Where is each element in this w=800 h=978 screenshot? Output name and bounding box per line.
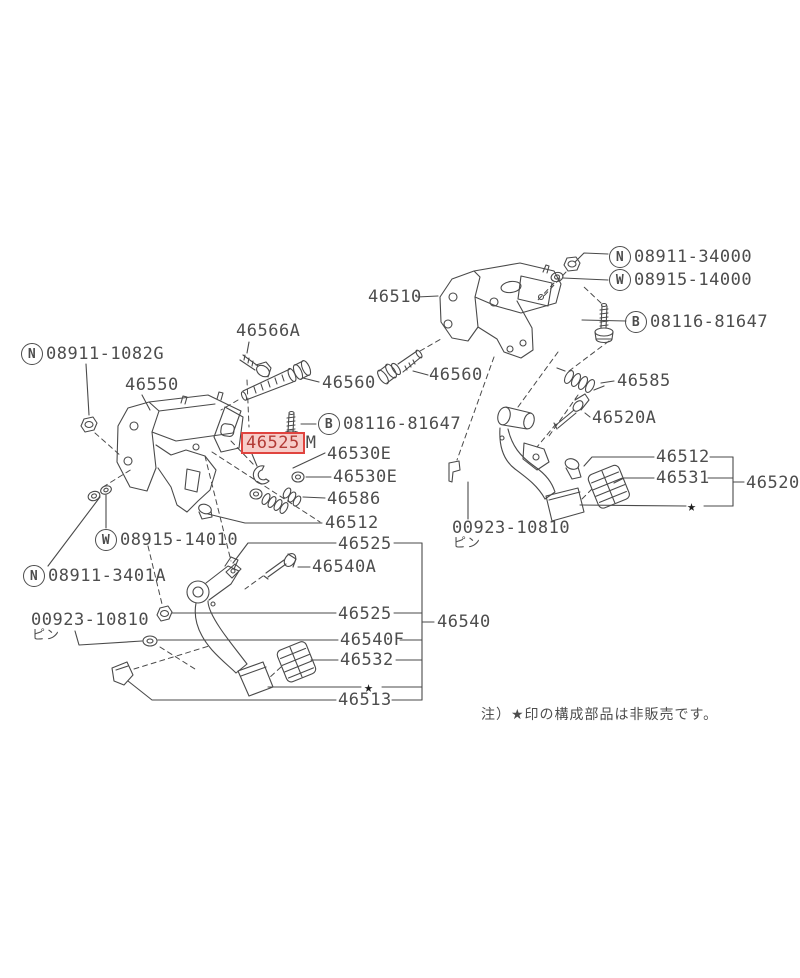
part-label-46525-upper: 46525 <box>338 534 392 554</box>
grommet-46530e-drawing <box>291 471 305 483</box>
part-number: 08911-1082G <box>46 344 165 364</box>
nut-34000-drawing <box>563 256 581 272</box>
part-number: 08116-81647 <box>343 414 462 434</box>
non-sale-parts-note: 注）★印の構成部品は非販売です。 <box>481 707 719 723</box>
washer-mid-drawing <box>249 488 263 500</box>
part-label-46585: 46585 <box>617 371 671 391</box>
spring-46530e-drawing <box>261 493 289 514</box>
part-label-46513: 46513 <box>338 690 392 710</box>
pedal-stopper-pad-drawing <box>111 661 134 686</box>
part-label-46540a: 46540A <box>312 557 377 577</box>
screw-81647-right-drawing <box>594 302 614 344</box>
part-number: 08911-34000 <box>634 247 753 267</box>
part-label-46586: 46586 <box>327 489 381 509</box>
pin-46520a-drawing <box>553 393 590 430</box>
washers-14010-drawing <box>87 485 112 502</box>
prefix-circle-b-icon: B <box>625 311 647 333</box>
pedal-pad-46531-drawing <box>587 464 630 509</box>
prefix-circle-n-icon: N <box>609 246 631 268</box>
spring-46585-drawing <box>556 367 605 393</box>
prefix-circle-b-icon: B <box>318 413 340 435</box>
part-label-46540-assembly: 46540 <box>437 612 491 632</box>
bolt-46540a-drawing <box>263 553 297 580</box>
prefix-circle-w-icon: W <box>95 529 117 551</box>
pin-caption-right: ピン <box>453 536 482 551</box>
nut-3401a-drawing <box>156 605 173 622</box>
part-number: 08915-14010 <box>120 530 239 550</box>
pin-00923-right-drawing <box>448 460 461 483</box>
part-label-08911-3401a: N 08911-3401A <box>23 565 166 587</box>
pedal-46540-drawing <box>186 556 274 697</box>
part-label-46566a: 46566A <box>236 321 301 341</box>
part-label-08915-14000: W 08915-14000 <box>609 269 752 291</box>
part-label-46530e-2: 46530E <box>333 467 398 487</box>
part-number: 08911-3401A <box>48 566 167 586</box>
spring-46586-drawing <box>282 487 302 507</box>
prefix-circle-n-icon: N <box>21 343 43 365</box>
part-label-46532: 46532 <box>340 650 394 670</box>
part-label-46540f: 46540F <box>340 630 405 650</box>
pin-caption-left: ピン <box>32 628 61 643</box>
part-label-46512-right: 46512 <box>656 447 710 467</box>
bolt-46560-left-drawing <box>240 360 312 401</box>
bolt-46560-right-drawing <box>377 349 423 385</box>
part-label-46520a: 46520A <box>592 408 657 428</box>
part-suffix: M <box>305 433 317 453</box>
part-label-46550: 46550 <box>125 375 179 395</box>
bracket-46510-drawing <box>439 262 562 359</box>
washer-14010-bottom-drawing <box>142 635 158 647</box>
star-icon: ★ <box>687 497 697 515</box>
highlighted-part-number[interactable]: 46525 <box>241 432 305 454</box>
stopper-46512-right-drawing <box>564 458 582 480</box>
part-label-00923-10810-left: 00923-10810 <box>31 610 150 630</box>
part-label-46531: 46531 <box>656 468 710 488</box>
part-label-08911-1082g: N 08911-1082G <box>21 343 164 365</box>
clevis-pin-drawing <box>225 563 242 579</box>
part-number: 08116-81647 <box>650 312 769 332</box>
clip-46525m-part-drawing <box>252 465 270 485</box>
washer-14000-drawing <box>550 271 564 283</box>
part-label-46530e-1: 46530E <box>327 444 392 464</box>
leader-lines <box>47 252 745 701</box>
part-label-46510: 46510 <box>368 287 422 307</box>
part-label-08116-81647-left: B 08116-81647 <box>318 413 461 435</box>
star-icon: ★ <box>364 678 374 696</box>
part-label-46560-left: 46560 <box>322 373 376 393</box>
cap-46512-left-drawing <box>198 503 213 520</box>
prefix-circle-n-icon: N <box>23 565 45 587</box>
bracket-46550-drawing <box>116 391 244 513</box>
part-label-46512-left: 46512 <box>325 513 379 533</box>
nut-1082g-drawing <box>80 416 98 433</box>
part-label-46525-lower: 46525 <box>338 604 392 624</box>
part-label-08911-34000: N 08911-34000 <box>609 246 752 268</box>
part-label-46560-right: 46560 <box>429 365 483 385</box>
prefix-circle-w-icon: W <box>609 269 631 291</box>
bolt-46566a-drawing <box>239 354 272 378</box>
part-label-08915-14010: W 08915-14010 <box>95 529 238 551</box>
pedal-pad-46532-drawing <box>276 641 317 683</box>
pedal-46520-drawing <box>497 406 585 522</box>
part-number: 08915-14000 <box>634 270 753 290</box>
part-label-00923-10810-right: 00923-10810 <box>452 518 571 538</box>
part-label-46520-assembly: 46520 <box>746 473 800 493</box>
assembly-axis-lines <box>94 271 610 679</box>
part-label-08116-81647-right: B 08116-81647 <box>625 311 768 333</box>
